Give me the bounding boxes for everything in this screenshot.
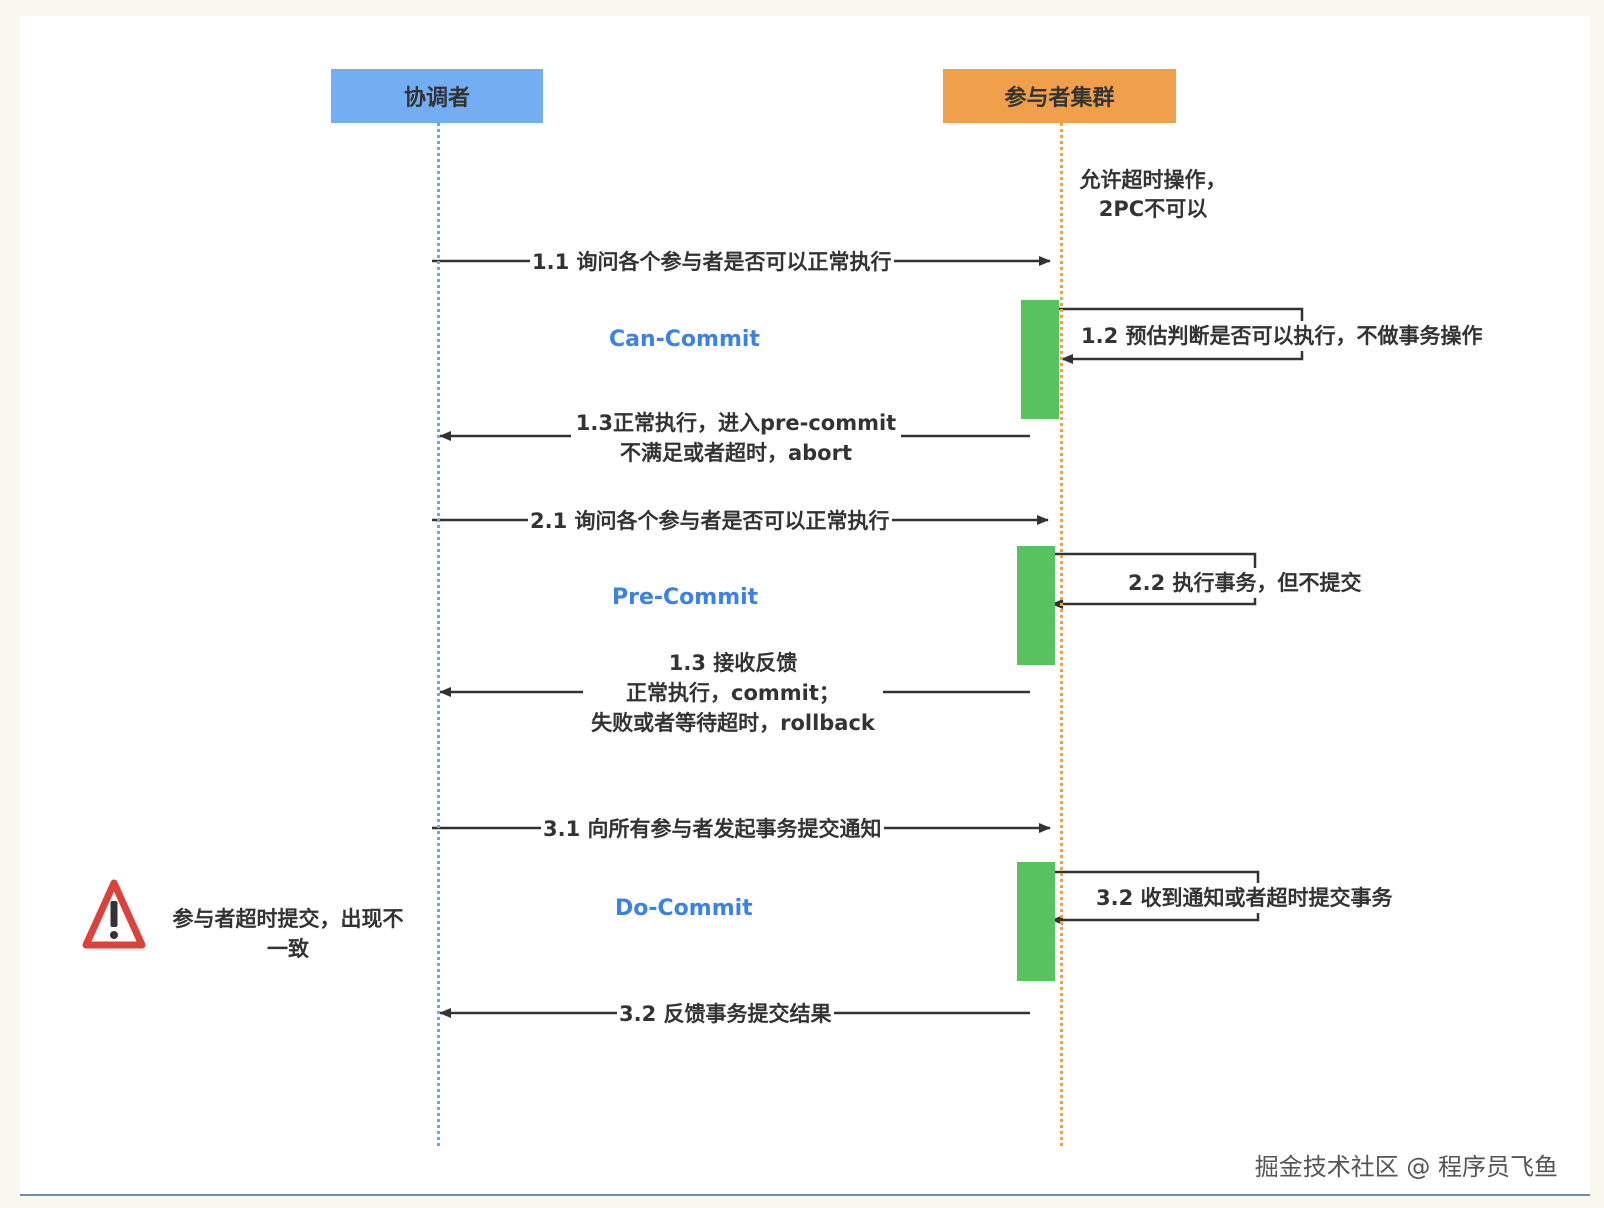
message-2-3-line1: 1.3 接收反馈	[668, 651, 798, 675]
phase-label-can-commit: Can-Commit	[609, 327, 760, 352]
watermark: 掘金技术社区 @ 程序员飞鱼	[1254, 1153, 1558, 1181]
coordinator-label: 协调者	[403, 86, 470, 111]
coordinator-actor: 协调者	[331, 69, 543, 123]
message-2-3: 1.3 接收反馈 正常执行，commit； 失败或者等待超时，rollback	[583, 648, 883, 738]
message-1-3: 1.3正常执行，进入pre-commit 不满足或者超时，abort	[571, 408, 901, 468]
message-2-2: 2.2 执行事务，但不提交	[1126, 568, 1364, 598]
message-2-1: 2.1 询问各个参与者是否可以正常执行	[528, 506, 892, 536]
message-1-2: 1.2 预估判断是否可以执行，不做事务操作	[1079, 321, 1485, 351]
activation-bar-can-commit	[1021, 300, 1059, 419]
message-1-3-line2: 不满足或者超时，abort	[619, 441, 853, 465]
participants-actor: 参与者集群	[943, 69, 1176, 123]
warning-note-line1: 参与者超时提交，出现不	[172, 907, 404, 931]
activation-bar-pre-commit	[1017, 546, 1055, 665]
timeout-note-line2: 2PC不可以	[1098, 197, 1208, 221]
message-1-1: 1.1 询问各个参与者是否可以正常执行	[530, 247, 894, 277]
warning-note-line2: 一致	[267, 937, 309, 961]
timeout-note: 允许超时操作， 2PC不可以	[1078, 166, 1228, 224]
participants-label: 参与者集群	[1004, 86, 1115, 111]
message-3-1: 3.1 向所有参与者发起事务提交通知	[541, 814, 884, 844]
timeout-note-line1: 允许超时操作，	[1079, 168, 1227, 192]
message-3-3: 3.2 反馈事务提交结果	[617, 999, 834, 1029]
message-2-3-line2: 正常执行，commit；	[626, 681, 840, 705]
warning-note: 参与者超时提交，出现不 一致	[153, 904, 423, 964]
phase-label-pre-commit: Pre-Commit	[612, 585, 759, 610]
activation-bar-do-commit	[1017, 862, 1055, 981]
participants-lifeline	[1060, 123, 1063, 1146]
message-3-2: 3.2 收到通知或者超时提交事务	[1094, 883, 1395, 913]
diagram-canvas: 协调者 参与者集群 允许超时操作， 2PC不可以 Can-Commit Pre-…	[20, 16, 1590, 1196]
phase-label-do-commit: Do-Commit	[615, 896, 753, 921]
message-1-3-line1: 1.3正常执行，进入pre-commit	[575, 411, 897, 435]
warning-triangle-icon	[82, 879, 146, 949]
message-2-3-line3: 失败或者等待超时，rollback	[591, 711, 875, 735]
coordinator-lifeline	[437, 123, 440, 1146]
